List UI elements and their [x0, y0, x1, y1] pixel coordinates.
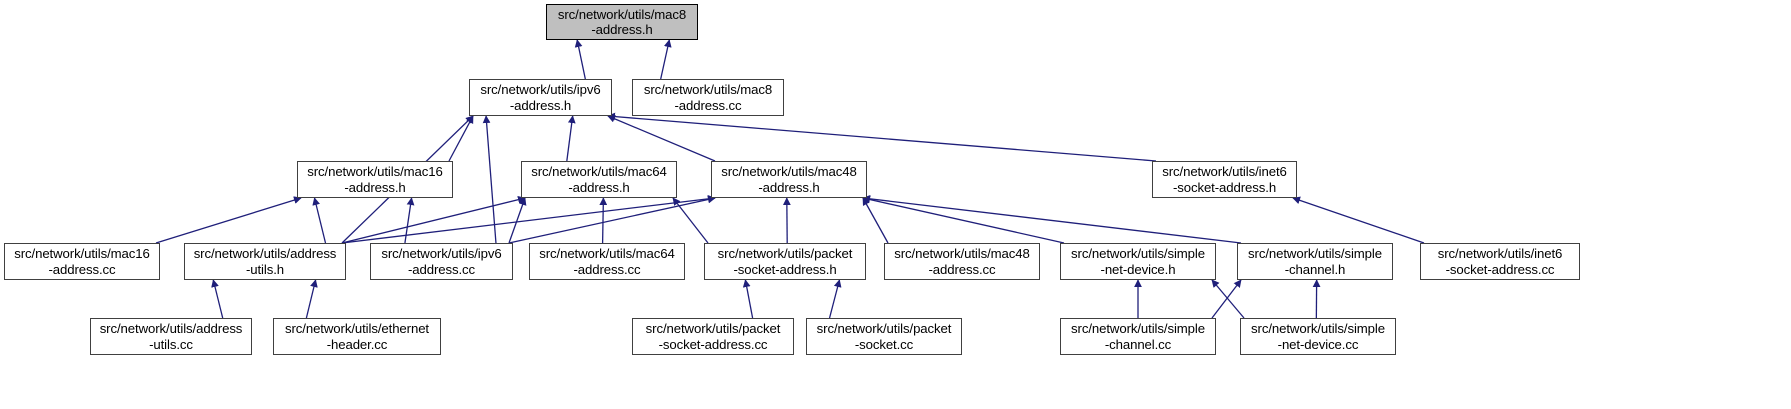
node-label-line2: -utils.h — [245, 261, 285, 277]
graph-edge — [211, 279, 224, 319]
graph-edge — [599, 197, 608, 244]
node-label-line2: -address.cc — [928, 261, 996, 277]
graph-edge — [672, 197, 709, 244]
graph-edge — [1292, 196, 1425, 244]
graph-node-simple-ch-h[interactable]: src/network/utils/simple-channel.h — [1237, 243, 1393, 280]
node-label-line1: src/network/utils/ipv6 — [381, 246, 502, 261]
node-label-line1: src/network/utils/mac48 — [721, 164, 857, 179]
graph-node-simple-nd-cc[interactable]: src/network/utils/simple-net-device.cc — [1240, 318, 1396, 355]
node-label-line2: -header.cc — [326, 336, 388, 352]
node-label-line1: src/network/utils/mac64 — [539, 246, 675, 261]
graph-node-mac64-h[interactable]: src/network/utils/mac64-address.h — [521, 161, 677, 198]
graph-edge — [1211, 279, 1245, 319]
graph-edge — [607, 112, 1157, 162]
node-label-line1: src/network/utils/mac48 — [894, 246, 1030, 261]
graph-edge — [607, 115, 716, 162]
node-label-line1: src/network/utils/ipv6 — [480, 82, 601, 97]
graph-node-mac48-cc[interactable]: src/network/utils/mac48-address.cc — [884, 243, 1040, 280]
graph-edge — [341, 194, 716, 244]
node-label-line2: -address.h — [758, 179, 820, 195]
node-label-line1: src/network/utils/inet6 — [1162, 164, 1287, 179]
node-label-line1: src/network/utils/mac8 — [643, 82, 773, 97]
graph-edge — [312, 197, 327, 244]
graph-edge — [155, 196, 302, 244]
node-label-line2: -socket-address.cc — [1445, 261, 1555, 277]
graph-edge — [574, 39, 586, 80]
node-label-line1: src/network/utils/simple — [1248, 246, 1382, 261]
graph-edge — [566, 115, 576, 162]
graph-edge — [742, 279, 754, 319]
node-label-line1: src/network/utils/address — [99, 321, 243, 336]
graph-node-mac8-cc[interactable]: src/network/utils/mac8-address.cc — [632, 79, 784, 116]
node-label-line1: src/network/utils/packet — [717, 246, 853, 261]
node-label-line1: src/network/utils/ethernet — [285, 321, 429, 336]
node-label-line2: -channel.h — [1284, 261, 1346, 277]
node-label-line2: -socket-address.cc — [658, 336, 768, 352]
node-label-line1: src/network/utils/simple — [1071, 321, 1205, 336]
graph-node-packet-socket-cc[interactable]: src/network/utils/packet-socket.cc — [806, 318, 962, 355]
graph-edge — [341, 195, 526, 244]
node-label-line2: -address.h — [591, 22, 653, 37]
node-label-line2: -channel.cc — [1104, 336, 1172, 352]
graph-edge — [305, 279, 318, 319]
node-label-line2: -net-device.cc — [1277, 336, 1359, 352]
graph-node-inet6-sa-cc[interactable]: src/network/utils/inet6-socket-address.c… — [1420, 243, 1580, 280]
graph-edge — [404, 197, 415, 244]
node-label-line2: -utils.cc — [149, 336, 193, 352]
graph-edge — [482, 115, 497, 244]
graph-edge — [1211, 279, 1242, 319]
graph-edge — [508, 195, 716, 244]
node-label-line1: src/network/utils/packet — [816, 321, 952, 336]
node-label-line2: -address.cc — [674, 97, 742, 113]
node-label-line1: src/network/utils/simple — [1251, 321, 1385, 336]
graph-node-address-utils-h[interactable]: src/network/utils/address-utils.h — [184, 243, 346, 280]
node-label-line1: src/network/utils/address — [193, 246, 337, 261]
graph-node-mac16-h[interactable]: src/network/utils/mac16-address.h — [297, 161, 453, 198]
node-label-line1: src/network/utils/mac16 — [14, 246, 150, 261]
node-label-line2: -address.h — [344, 179, 406, 195]
graph-node-ethernet-header-cc[interactable]: src/network/utils/ethernet-header.cc — [273, 318, 441, 355]
graph-node-inet6-sa-h[interactable]: src/network/utils/inet6-socket-address.h — [1152, 161, 1297, 198]
node-label-line1: src/network/utils/mac8 — [557, 6, 687, 22]
graph-edge — [660, 39, 672, 80]
graph-node-simple-ch-cc[interactable]: src/network/utils/simple-channel.cc — [1060, 318, 1216, 355]
node-label-line2: -socket-address.h — [733, 261, 837, 277]
graph-edge — [862, 195, 1065, 244]
node-label-line2: -address.cc — [573, 261, 641, 277]
graph-edge — [508, 197, 527, 244]
graph-edge — [862, 194, 1242, 244]
node-label-line2: -net-device.h — [1100, 261, 1176, 277]
node-label-line2: -socket.cc — [854, 336, 914, 352]
node-label-line1: src/network/utils/mac16 — [307, 164, 443, 179]
graph-node-ipv6-cc[interactable]: src/network/utils/ipv6-address.cc — [370, 243, 513, 280]
graph-node-mac8-h[interactable]: src/network/utils/mac8-address.h — [546, 4, 698, 40]
node-label-line2: -socket-address.h — [1172, 179, 1277, 195]
node-label-line2: -address.cc — [407, 261, 476, 277]
graph-node-mac48-h[interactable]: src/network/utils/mac48-address.h — [711, 161, 867, 198]
graph-node-mac64-cc[interactable]: src/network/utils/mac64-address.cc — [529, 243, 685, 280]
node-label-line1: src/network/utils/packet — [645, 321, 781, 336]
node-label-line2: -address.cc — [48, 261, 116, 277]
graph-node-simple-nd-h[interactable]: src/network/utils/simple-net-device.h — [1060, 243, 1216, 280]
node-label-line1: src/network/utils/simple — [1071, 246, 1205, 261]
node-label-line2: -address.h — [509, 97, 572, 113]
graph-edge — [862, 197, 889, 244]
graph-node-mac16-cc[interactable]: src/network/utils/mac16-address.cc — [4, 243, 160, 280]
graph-edge — [448, 115, 474, 162]
graph-node-address-utils-cc[interactable]: src/network/utils/address-utils.cc — [90, 318, 252, 355]
graph-node-packet-sa-h[interactable]: src/network/utils/packet-socket-address.… — [704, 243, 866, 280]
node-label-line1: src/network/utils/inet6 — [1437, 246, 1563, 261]
node-label-line2: -address.h — [568, 179, 630, 195]
graph-node-packet-sa-cc[interactable]: src/network/utils/packet-socket-address.… — [632, 318, 794, 355]
graph-edge — [828, 279, 842, 319]
graph-node-ipv6-h[interactable]: src/network/utils/ipv6-address.h — [469, 79, 612, 116]
node-label-line1: src/network/utils/mac64 — [531, 164, 667, 179]
